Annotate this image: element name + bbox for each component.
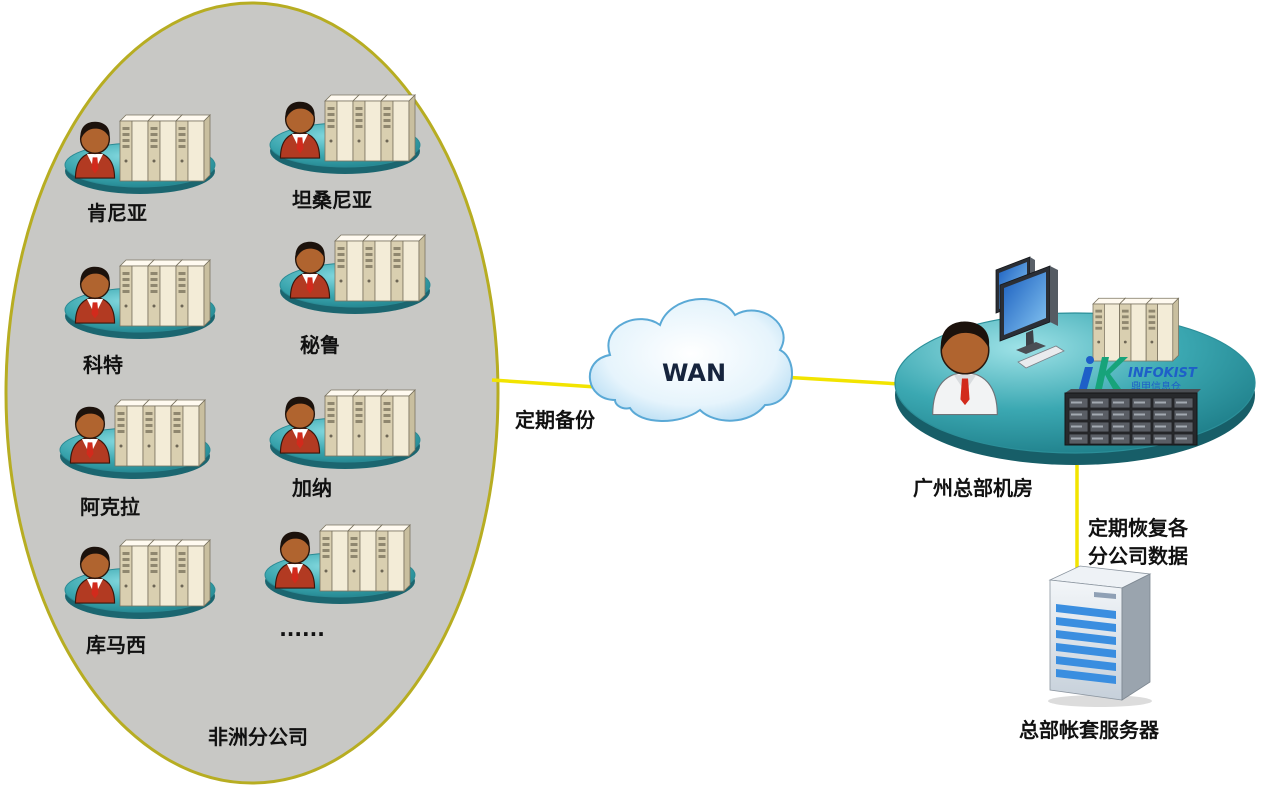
branch-node-6: [269, 390, 421, 470]
hq-server-label: 总部帐套服务器: [1019, 718, 1160, 742]
branch-label: 肯尼亚: [87, 201, 147, 225]
wan-hq-link-line: [781, 375, 901, 386]
branch-node-5: [59, 400, 211, 480]
branch-label: 坦桑尼亚: [292, 188, 372, 212]
hq-room-label: 广州总部机房: [913, 476, 1033, 500]
branch-node-4: [279, 235, 431, 315]
branch-label: ......: [279, 617, 325, 641]
tower-server-icon: [1048, 565, 1152, 707]
branch-label: 科特: [83, 353, 123, 377]
branch-label: 库马西: [86, 633, 146, 657]
server-stack-icon: [335, 235, 425, 301]
server-stack-icon: [320, 525, 410, 591]
server-stack-icon: [1093, 298, 1179, 361]
branch-label: 阿克拉: [80, 495, 140, 519]
branch-node-3: [64, 260, 216, 340]
server-stack-icon: [325, 390, 415, 456]
restore-link-label-line2: 分公司数据: [1088, 544, 1188, 568]
hq-platform: INFOKIST 鼎甲信息仓: [894, 256, 1256, 465]
server-stack-icon: [325, 95, 415, 161]
wan-label: WAN: [662, 359, 726, 387]
backup-link-label: 定期备份: [515, 408, 596, 432]
server-stack-icon: [120, 540, 210, 606]
branch-node-7: [64, 540, 216, 620]
restore-link-label-line1: 定期恢复各: [1088, 516, 1189, 540]
monitor-icon: [995, 256, 1065, 369]
africa-region-label: 非洲分公司: [208, 725, 308, 749]
branch-label: 加纳: [291, 476, 332, 500]
branch-label: 秘鲁: [300, 333, 340, 357]
africa-region: [4, 1, 500, 785]
server-stack-icon: [120, 115, 210, 181]
branch-node-8: [264, 525, 416, 605]
server-stack-icon: [115, 400, 205, 466]
branch-node-1: [64, 115, 216, 195]
server-stack-icon: [120, 260, 210, 326]
cloud-icon: [588, 298, 793, 422]
rack-server-icon: [1064, 389, 1201, 446]
branch-node-2: [269, 95, 421, 175]
logo-name: INFOKIST: [1128, 366, 1198, 381]
